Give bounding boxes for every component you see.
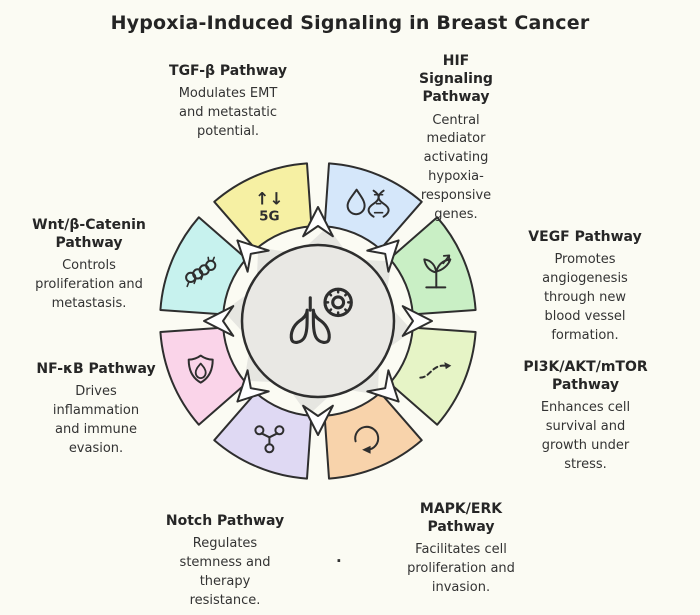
pathway-name: Notch Pathway [165, 513, 285, 529]
pathway-description: Controls proliferation and metastasis. [35, 258, 143, 312]
svg-text:↑↓: ↑↓ [255, 190, 284, 210]
pathway-label-pi3k-akt-mtor: PI3K/AKT/mTOR Pathway Enhances cell surv… [508, 358, 663, 475]
branch-icon [254, 425, 285, 454]
pathway-description: Facilitates cell proliferation and invas… [407, 542, 515, 596]
gap-arrow [236, 369, 270, 403]
pathway-name: PI3K/AKT/mTOR Pathway [523, 359, 648, 394]
stray-dot: · [336, 552, 342, 570]
gap-arrow [401, 305, 433, 337]
page-title: Hypoxia-Induced Signaling in Breast Canc… [110, 12, 590, 34]
svg-text:5G: 5G [259, 209, 279, 225]
pathway-name: VEGF Pathway [528, 229, 642, 245]
gap-arrow [203, 305, 235, 337]
cell-gear-icon [323, 287, 353, 318]
pathway-name: NF-κB Pathway [36, 361, 156, 377]
caterpillar-icon [185, 256, 217, 288]
pathway-label-mapk-erk: MAPK/ERK Pathway Facilitates cell prolif… [386, 500, 536, 598]
pathway-description: Promotes angiogenesis through new blood … [542, 252, 628, 343]
wheel-segment-hif-signaling [323, 162, 423, 251]
cycle-arrow-icon [354, 425, 380, 454]
dashed-arrow-icon [419, 362, 452, 379]
wheel-segment-pi3k-akt-mtor [388, 326, 477, 426]
pathway-name: HIF Signaling Pathway [419, 53, 493, 106]
up-down-5g-icon: ↑↓5G [255, 190, 284, 225]
gap-arrow [302, 206, 334, 238]
pathway-label-vegf: VEGF Pathway Promotes angiogenesis throu… [528, 228, 642, 345]
pathway-description: Central mediator activating hypoxia-resp… [420, 112, 492, 222]
pathway-label-tgf-beta: TGF-β Pathway Modulates EMT and metastat… [140, 62, 316, 142]
pathway-label-hif-signaling: HIF Signaling Pathway Central mediator a… [405, 52, 507, 225]
gap-arrow [302, 404, 334, 436]
wheel-segment-vegf [388, 216, 477, 316]
pathway-description: Enhances cell survival and growth under … [540, 400, 631, 472]
pathway-name: MAPK/ERK Pathway [419, 501, 503, 536]
pathway-name: TGF-β Pathway [169, 63, 287, 79]
pathway-label-notch: Notch Pathway Regulates stemness and the… [158, 512, 292, 611]
wheel-segment-tgf-beta [213, 162, 313, 251]
pathway-name: Wnt/β-Catenin Pathway [32, 217, 146, 252]
pathway-description: Modulates EMT and metastatic potential. [178, 86, 278, 139]
gap-arrow [366, 369, 400, 403]
wheel-segment-mapk-erk [323, 391, 423, 480]
gap-arrow [236, 239, 270, 273]
center-hub [240, 243, 396, 399]
shield-flame-icon [187, 354, 214, 384]
pathway-description: Drives inflammation and immune evasion. [52, 384, 140, 456]
gap-arrow [366, 239, 400, 273]
pathway-label-nf-kb: NF-κB Pathway Drives inflammation and im… [28, 360, 164, 459]
sprout-icon [423, 254, 452, 289]
center-icons [289, 287, 353, 344]
droplet-dna-icon [346, 188, 390, 218]
pathway-label-wnt-b-catenin: Wnt/β-Catenin Pathway Controls prolifera… [14, 216, 164, 314]
pathway-description: Regulates stemness and therapy resistanc… [179, 536, 271, 608]
lungs-icon [289, 296, 331, 344]
wheel-segment-notch [213, 391, 313, 480]
